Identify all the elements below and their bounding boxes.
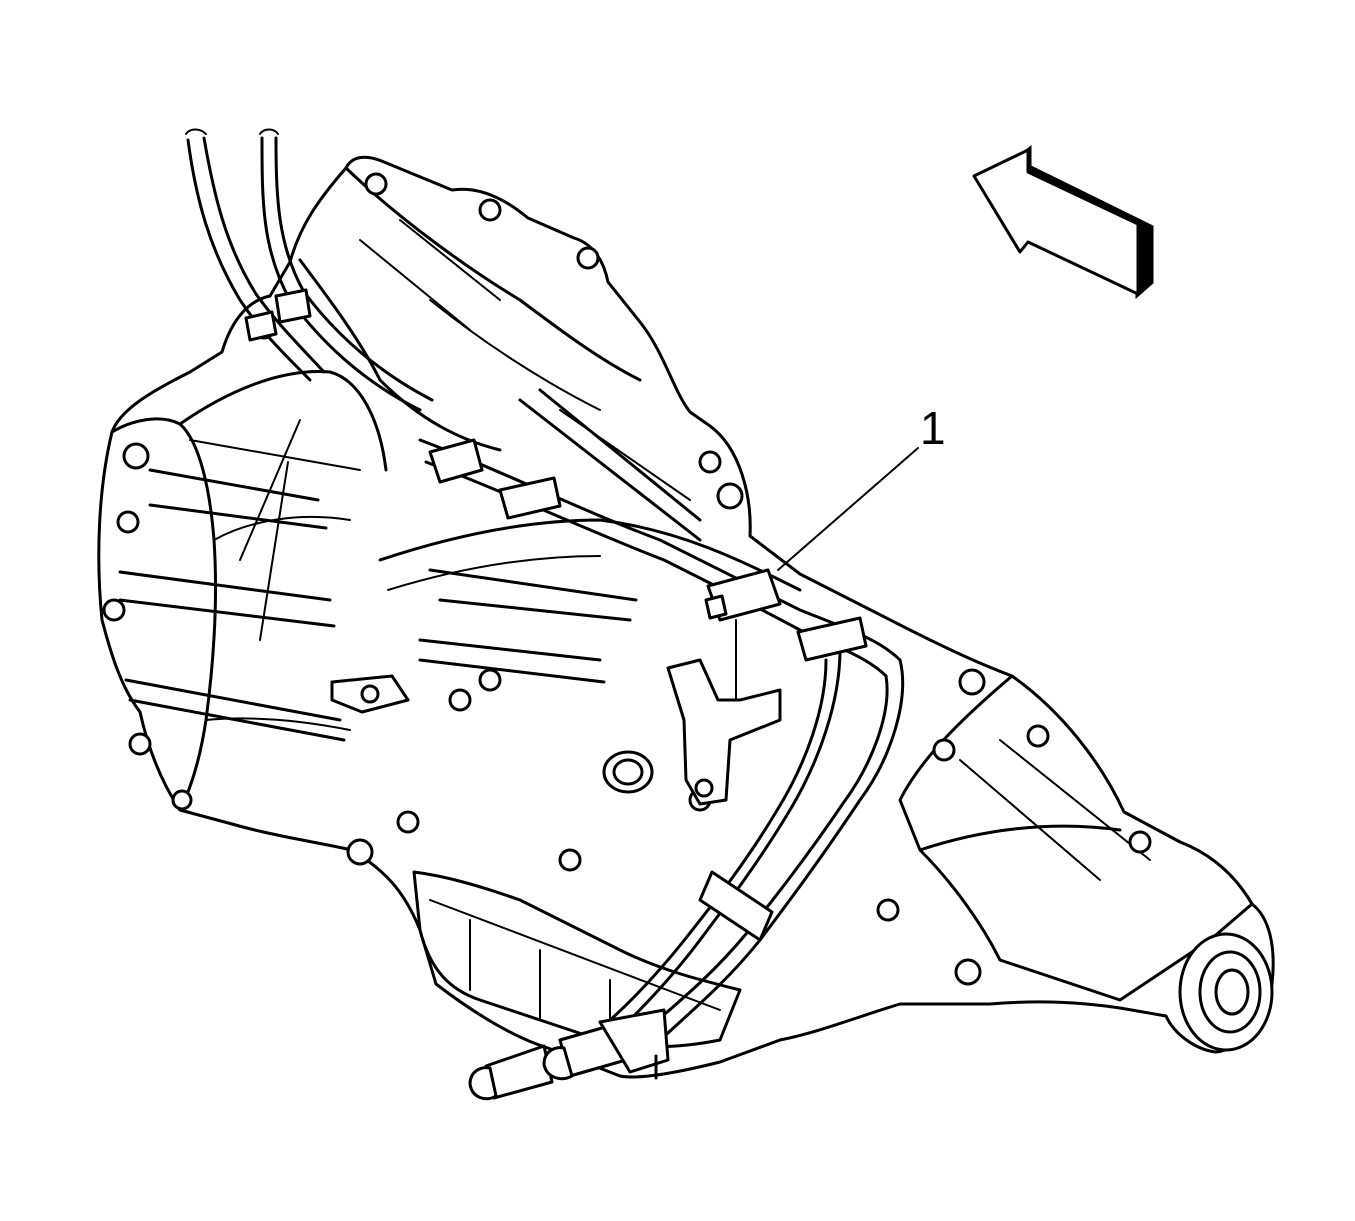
bell-housing-face [110, 417, 218, 812]
case-seam [378, 518, 802, 592]
cooler-lines [185, 128, 905, 1101]
leader-line [777, 447, 919, 571]
oil-pan [412, 870, 742, 1049]
callout-label: 1 [920, 402, 946, 454]
line-clip [428, 438, 484, 484]
transmission-housing [97, 155, 1275, 1079]
tail-housing [898, 674, 1254, 1002]
direction-arrow-icon [972, 144, 1154, 300]
callout-1: 1 [777, 402, 946, 571]
shift-bracket [666, 658, 782, 806]
